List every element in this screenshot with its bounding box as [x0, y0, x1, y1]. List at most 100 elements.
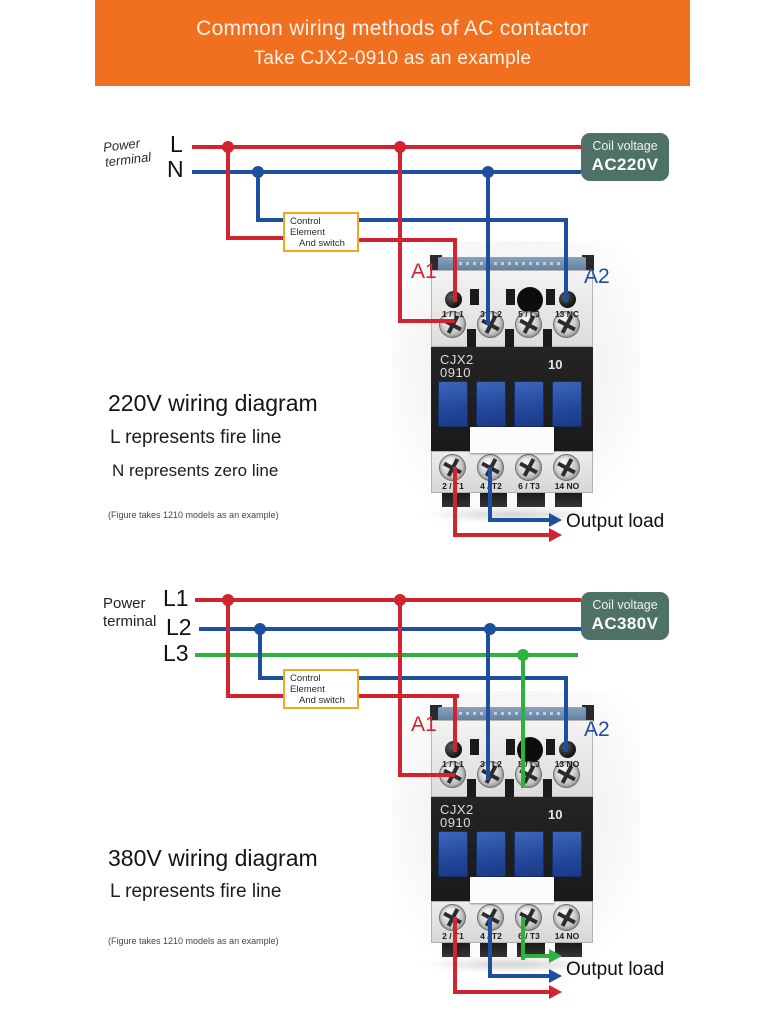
coil-terminal-a2-label: A2: [584, 718, 610, 741]
terminal-screw: [515, 454, 542, 481]
junction-dot: [394, 141, 406, 153]
wire-6t3-out: [521, 917, 525, 960]
terminal-screw: [553, 761, 580, 788]
terminal-screw: [553, 311, 580, 338]
line-label-l2: L2: [166, 614, 192, 640]
fire-line-note: L represents fire line: [110, 427, 282, 448]
terminal-label: 1 / L1: [442, 759, 464, 769]
label-sticker: [470, 877, 554, 903]
actuator-hole: [517, 287, 543, 313]
terminal-label: 13 NO: [554, 759, 580, 769]
wire-l2-to-3l2: [486, 629, 490, 780]
terminal-label: 6 / T3: [518, 931, 540, 941]
figure-footnote: (Figure takes 1210 models as an example): [108, 936, 279, 946]
control-element-box: Control Element And switch: [283, 212, 359, 252]
contactor-top-strip: [438, 257, 586, 272]
junction-dot: [252, 166, 264, 178]
model-line-2: 0910: [440, 365, 471, 380]
line-label-l3: L3: [163, 640, 189, 666]
terminal-label: 14 NO: [554, 481, 580, 491]
terminal-label: 5 / L3: [518, 309, 540, 319]
wire-4t2-out: [488, 467, 492, 522]
terminal-label: 1 / L1: [442, 309, 464, 319]
coil-terminal-a1-label: A1: [411, 713, 437, 736]
badge-title: Coil voltage: [592, 598, 658, 612]
terminal-clamp: [546, 289, 555, 305]
wire-l2-to-box: [258, 676, 285, 680]
output-load-label: Output load: [566, 511, 665, 532]
terminal-clamp: [506, 739, 515, 755]
blue-contact-pad: [514, 381, 544, 427]
coil-voltage-badge-380: Coil voltage AC380V: [581, 592, 669, 640]
output-arrow-icon: [549, 513, 562, 527]
wire-box-to-a2: [564, 218, 568, 302]
terminal-screw: [477, 311, 504, 338]
junction-dot: [394, 594, 406, 606]
control-box-line1: Control: [290, 673, 321, 684]
wire-l1-to-1l1: [398, 600, 402, 777]
contactor-photo-220v: 1 / L1 3 / L2 5 / L3 13 NC CJX2 0910 10 …: [392, 241, 640, 522]
wire-l1-to-box: [226, 694, 285, 698]
output-arrow-icon: [549, 985, 562, 999]
blue-contact-pad: [438, 831, 468, 877]
junction-dot: [517, 649, 529, 661]
label-sticker: [470, 427, 554, 453]
terminal-screw: [439, 454, 466, 481]
terminal-clamp: [546, 739, 555, 755]
control-box-line3: And switch: [299, 238, 345, 249]
wire-4t2-out: [488, 518, 550, 522]
wire-l-to-1l1: [398, 319, 455, 323]
terminal-screw: [477, 761, 504, 788]
output-load-label: Output load: [566, 959, 665, 980]
wire-2t1-out: [453, 917, 457, 994]
line-label-l: L: [170, 131, 183, 157]
terminal-screw: [515, 904, 542, 931]
terminal-label: 3 / L2: [480, 759, 502, 769]
wire-n-to-3l2: [486, 172, 490, 325]
wire-l1-to-box: [226, 600, 230, 696]
terminal-label: 6 / T3: [518, 481, 540, 491]
terminal-clamp: [506, 289, 515, 305]
control-box-line2: Element: [290, 227, 325, 238]
wire-n-line: [192, 170, 581, 174]
model-text: CJX2 0910: [440, 803, 474, 829]
aux-contact-code: 10: [548, 357, 563, 372]
wire-l-to-box: [226, 147, 230, 238]
terminal-label: 2 / T1: [442, 481, 464, 491]
terminal-label: 13 NC: [554, 309, 580, 319]
contactor-photo-380v: 1 / L1 3 / L2 5 / L3 13 NO CJX2 0910 10 …: [392, 691, 640, 972]
junction-dot: [222, 141, 234, 153]
output-arrow-icon: [549, 949, 562, 963]
control-element-box: Control Element And switch: [283, 669, 359, 709]
wire-l2-to-box: [258, 629, 262, 678]
wire-box-to-a1: [453, 238, 457, 302]
blue-contact-pad: [552, 831, 582, 877]
figure-footnote: (Figure takes 1210 models as an example): [108, 510, 279, 520]
wire-n-to-box: [256, 172, 260, 222]
contactor-top-strip: [438, 707, 586, 722]
blue-contact-pad: [438, 381, 468, 427]
blue-contact-pad: [476, 381, 506, 427]
line-label-l1: L1: [163, 585, 189, 611]
wire-box-to-a1: [359, 694, 459, 698]
wire-n-to-box: [256, 218, 285, 222]
model-text: CJX2 0910: [440, 353, 474, 379]
blue-contact-pad: [514, 831, 544, 877]
control-box-line3: And switch: [299, 695, 345, 706]
wire-box-to-a2: [357, 218, 568, 222]
wire-box-to-a2: [359, 676, 568, 680]
model-line-1: CJX2: [440, 802, 474, 817]
fire-line-note: L represents fire line: [110, 881, 282, 902]
wire-l-to-box: [226, 236, 285, 240]
junction-dot: [254, 623, 266, 635]
badge-value: AC220V: [591, 155, 659, 174]
output-arrow-icon: [549, 528, 562, 542]
line-label-n: N: [167, 156, 184, 182]
mounting-feet: [436, 943, 588, 957]
wire-box-to-a1: [357, 238, 457, 242]
terminal-clamp: [470, 739, 479, 755]
wire-l-line: [192, 145, 581, 149]
title-banner: Common wiring methods of AC contactor Ta…: [95, 0, 690, 86]
